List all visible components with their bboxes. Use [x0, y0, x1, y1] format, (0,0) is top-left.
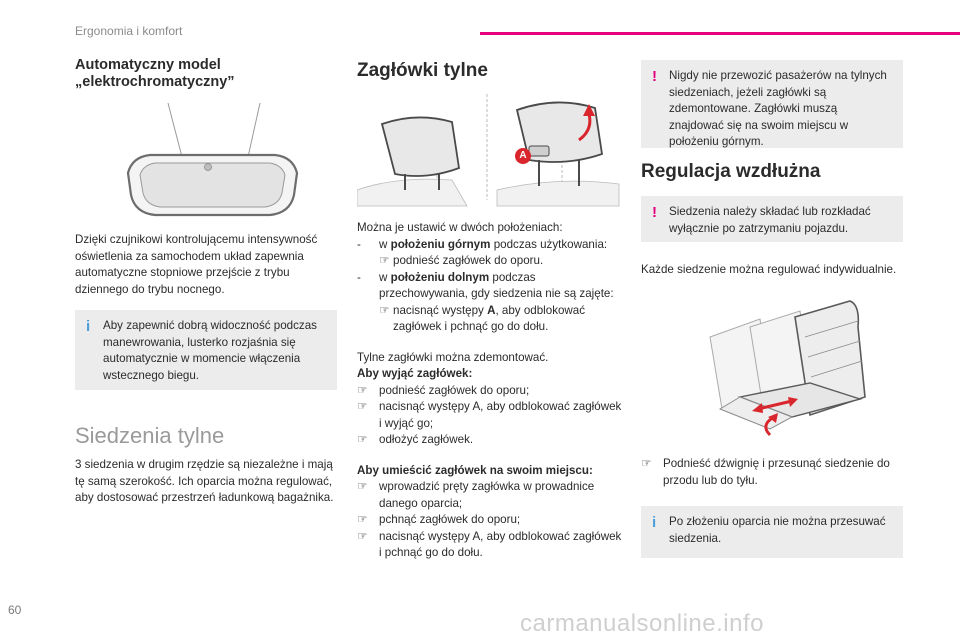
info-icon: i: [86, 318, 91, 335]
mirror-info-note: i Aby zapewnić dobrą widoczność podczas …: [75, 310, 337, 390]
removal-step: ☞odłożyć zagłówek.: [357, 432, 627, 449]
position-upper: - w położeniu górnym podczas użytkowania…: [357, 237, 608, 251]
rear-seats-title: Siedzenia tylne: [75, 423, 225, 448]
watermark: carmanualsonline.info: [520, 610, 764, 637]
section-label: Ergonomia i komfort: [75, 24, 183, 38]
pointing-hand-icon: ☞: [641, 457, 652, 470]
warning-icon: !: [652, 204, 657, 221]
removal-step: ☞nacisnąć występy A, aby odblokować zagł…: [357, 400, 622, 430]
header-accent-rule: [480, 32, 960, 35]
pointing-hand-icon: ☞: [379, 303, 390, 317]
removal-intro: Tylne zagłówki można zdemontować.: [357, 350, 549, 364]
longitudinal-adjust-title: Regulacja wzdłużna: [641, 161, 821, 182]
mirror-description: Dzięki czujnikowi kontrolującemu intensy…: [75, 233, 318, 296]
pointing-hand-icon: ☞: [357, 513, 368, 526]
pointing-hand-icon: ☞: [357, 529, 368, 543]
pointing-hand-icon: ☞: [379, 254, 390, 267]
adjust-description: Każde siedzenie można regulować indywidu…: [641, 263, 897, 276]
pointing-hand-icon: ☞: [357, 480, 368, 493]
refit-step: ☞nacisnąć występy A, aby odblokować zagł…: [357, 529, 622, 560]
position-lower-step: ☞ nacisnąć występy A, aby odblokować zag…: [379, 303, 586, 334]
pointing-hand-icon: ☞: [357, 433, 368, 446]
rear-view-mirror-illustration: [126, 102, 299, 217]
pointing-hand-icon: ☞: [357, 400, 368, 413]
refit-step: ☞wprowadzić pręty zagłówka w prowadnice …: [357, 480, 595, 510]
marker-a-badge: A: [515, 148, 531, 164]
warning-icon: !: [652, 68, 657, 85]
backrest-info-note: i Po złożeniu oparcia nie można przesuwa…: [641, 506, 903, 558]
mirror-title: Automatyczny model „elektrochromatyczny”: [75, 57, 235, 90]
position-upper-step: ☞ podnieść zagłówek do oporu.: [357, 253, 627, 270]
position-lower: - w położeniu dolnym podczas przechowywa…: [357, 270, 614, 301]
headrests-title: Zagłówki tylne: [357, 60, 488, 81]
refit-title: Aby umieścić zagłówek na swoim miejscu:: [357, 463, 593, 477]
headrest-positions-illustration: [357, 94, 620, 207]
pointing-hand-icon: ☞: [357, 383, 368, 397]
refit-step: ☞pchnąć zagłówek do oporu;: [357, 512, 627, 529]
rear-seats-description: 3 siedzenia w drugim rzędzie są niezależ…: [75, 458, 334, 504]
headrest-warning-note: ! Nigdy nie przewozić pasażerów na tylny…: [641, 60, 903, 148]
removal-step: ☞podnieść zagłówek do oporu;: [357, 383, 627, 400]
seat-slide-illustration: [709, 300, 866, 437]
headrest-instructions: Można je ustawić w dwóch położeniach: - …: [357, 220, 627, 562]
fold-warning-note: ! Siedzenia należy składać lub rozkładać…: [641, 196, 903, 242]
info-icon: i: [652, 514, 657, 531]
removal-title: Aby wyjąć zagłówek:: [357, 367, 473, 380]
page-number: 60: [8, 603, 22, 617]
adjust-step: ☞Podnieść dźwignię i przesunąć siedzenie…: [641, 457, 890, 487]
